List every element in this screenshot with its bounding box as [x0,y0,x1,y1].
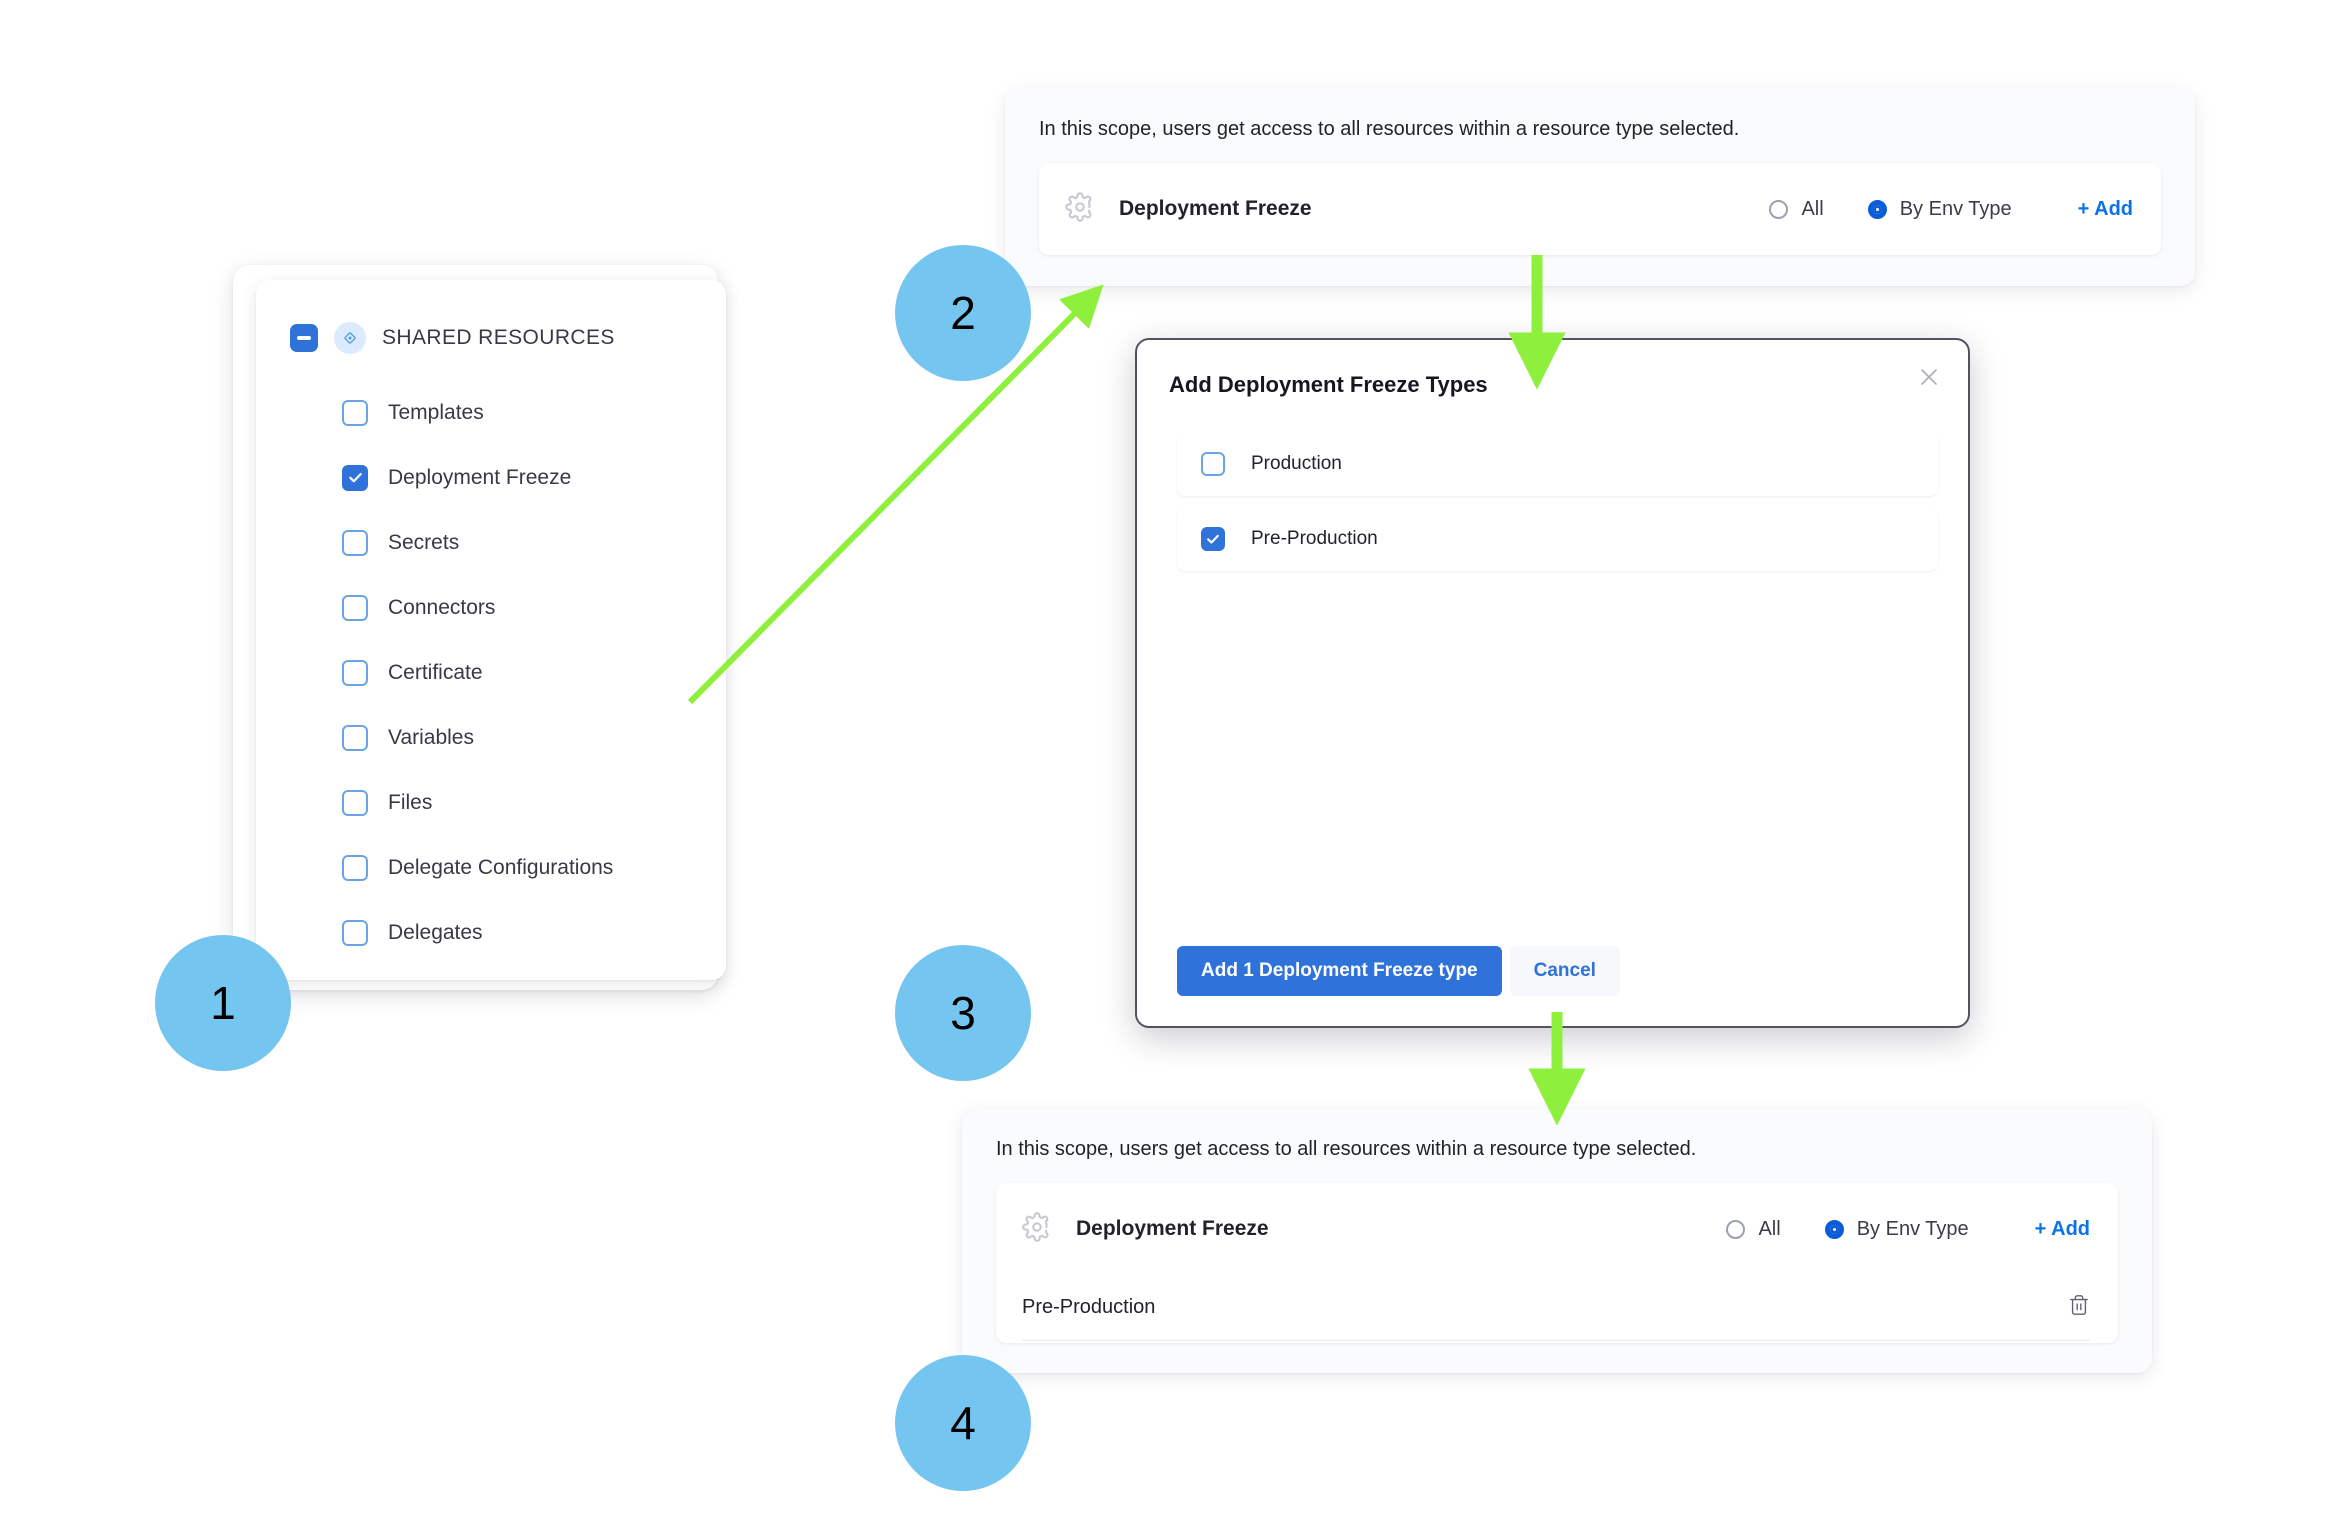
step-badge-2: 2 [895,245,1031,381]
resource-tree-item-label: Templates [388,400,484,424]
radio-icon-all[interactable] [1769,199,1789,219]
resource-tree-item[interactable]: Delegate Configurations [256,835,726,900]
radio-option-all[interactable]: All [1769,197,1824,221]
gear-icon [1022,1211,1052,1247]
scope-panel-before: In this scope, users get access to all r… [1005,88,2195,286]
modal-title: Add Deployment Freeze Types [1169,372,1488,397]
step-badge-3: 3 [895,945,1031,1081]
resource-tree-item[interactable]: Connectors [256,575,726,640]
radio-label-by-env-type: By Env Type [1899,197,2012,220]
step-badge-3-label: 3 [950,987,976,1039]
resource-tree-item-label: Deployment Freeze [388,465,572,489]
checkbox-icon[interactable] [342,724,368,751]
scope-radio-group-after: All By Env Type [1726,1217,1969,1241]
resource-tree-item-label: Secrets [388,530,460,554]
resource-tree-item[interactable]: Delegates [256,900,726,965]
cancel-button[interactable]: Cancel [1509,946,1620,996]
minus-square-icon[interactable] [290,324,318,352]
resource-tree-item-label: Files [388,790,433,814]
radio-icon-by-env-type[interactable] [1824,1219,1844,1239]
resource-type-row-after: Deployment Freeze All By Env Type + Add [996,1183,2118,1275]
resource-tree-item-label: Delegate Configurations [388,855,614,879]
resource-type-card-after: Deployment Freeze All By Env Type + Add … [996,1183,2118,1343]
step-badge-4: 4 [895,1355,1031,1491]
step-badge-4-label: 4 [950,1397,976,1449]
add-freeze-type-button[interactable]: Add 1 Deployment Freeze type [1177,946,1502,996]
freeze-type-option-label: Pre-Production [1251,528,1378,549]
selected-env-type-row: Pre-Production [1022,1275,2090,1341]
shared-resources-header[interactable]: SHARED RESOURCES [256,318,726,358]
add-button-after[interactable]: + Add [2034,1217,2090,1240]
radio-option-all-after[interactable]: All [1726,1217,1781,1241]
scope-radio-group: All By Env Type [1769,197,2012,221]
radio-option-by-env-type-after[interactable]: By Env Type [1824,1217,1969,1241]
freeze-type-option-row[interactable]: Production [1177,432,1938,496]
resource-tree-item[interactable]: Files [256,770,726,835]
modal-footer: Add 1 Deployment Freeze type Cancel [1177,946,1620,996]
shared-resources-icon [334,322,366,354]
checkbox-checked-icon[interactable] [342,464,368,491]
resource-tree-item[interactable]: Certificate [256,640,726,705]
checkbox-icon[interactable] [342,529,368,556]
freeze-type-option-label: Production [1251,453,1342,474]
radio-option-by-env-type[interactable]: By Env Type [1867,197,2012,221]
resource-type-card: Deployment Freeze All By Env Type + Add [1039,163,2161,255]
trash-icon[interactable] [2068,1294,2090,1321]
shared-resources-title: SHARED RESOURCES [382,326,615,349]
checkbox-icon[interactable] [342,659,368,686]
add-button[interactable]: + Add [2077,197,2133,220]
selected-env-type-name: Pre-Production [1022,1296,1156,1318]
radio-icon-by-env-type[interactable] [1867,199,1887,219]
arrow-tree-to-scope [687,284,1104,705]
close-icon[interactable] [1914,362,1944,392]
resource-tree-item[interactable]: Templates [256,380,726,445]
gear-icon [1065,191,1095,227]
scope-panel-after: In this scope, users get access to all r… [962,1108,2152,1373]
resource-type-row: Deployment Freeze All By Env Type + Add [1039,163,2161,255]
resource-tree-item-label: Delegates [388,920,483,944]
resource-tree-item-label: Connectors [388,595,496,619]
resource-tree-item-label: Variables [388,725,474,749]
resource-type-name: Deployment Freeze [1119,197,1312,220]
checkbox-icon[interactable] [342,594,368,621]
radio-label-by-env-type-after: By Env Type [1856,1217,1969,1240]
radio-icon-all[interactable] [1726,1219,1746,1239]
resource-tree-item[interactable]: Secrets [256,510,726,575]
checkbox-icon[interactable] [342,789,368,816]
freeze-type-option-row[interactable]: Pre-Production [1177,507,1938,571]
step-badge-1-label: 1 [210,977,236,1029]
resource-tree-item[interactable]: Deployment Freeze [256,445,726,510]
resource-tree-item[interactable]: Variables [256,705,726,770]
checkbox-icon[interactable] [342,854,368,881]
radio-label-all-after: All [1758,1217,1781,1240]
resource-tree-item-label: Certificate [388,660,483,684]
scope-caption: In this scope, users get access to all r… [1039,118,1740,140]
resource-type-name-after: Deployment Freeze [1076,1217,1269,1240]
checkbox-checked-icon[interactable] [1201,527,1225,551]
checkbox-icon[interactable] [1201,452,1225,476]
checkbox-icon[interactable] [342,919,368,946]
selected-env-type-list: Pre-Production [996,1275,2118,1341]
checkbox-icon[interactable] [342,399,368,426]
radio-label-all: All [1801,197,1824,220]
step-badge-1: 1 [155,935,291,1071]
step-badge-2-label: 2 [950,287,976,339]
scope-caption-after: In this scope, users get access to all r… [996,1138,1697,1160]
